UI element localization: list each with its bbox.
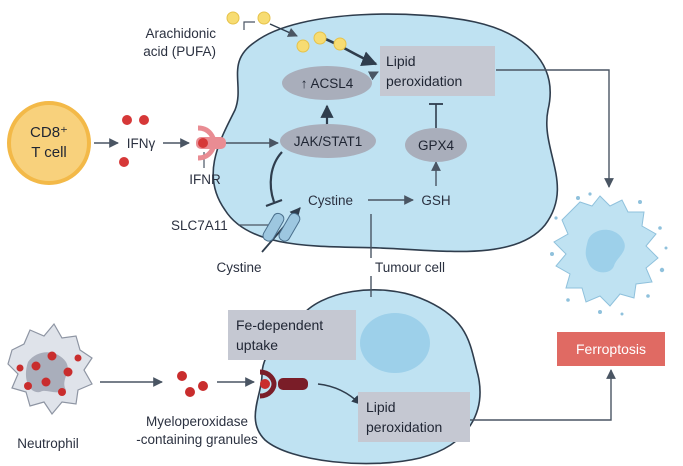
- arrow-acsl4-to-lipid: [367, 71, 379, 81]
- inhibition-jakstat-slc7a11: [269, 151, 283, 203]
- lipid-peroxidation-top-box: [380, 46, 495, 96]
- lipid-bottom-line2: peroxidation: [366, 419, 442, 435]
- jakstat1-label: JAK/STAT1: [294, 134, 363, 149]
- acsl4-pill: [282, 66, 372, 100]
- ferroptotic-cell-icon: [550, 192, 668, 316]
- arrow-lipid-bottom-to-ferroptosis: [470, 369, 616, 421]
- lipid-top-line2: peroxidation: [386, 73, 462, 89]
- ferroptosis-box: [557, 332, 665, 366]
- nucleus-bottom: [360, 313, 430, 373]
- neutrophil-icon: [7, 322, 93, 416]
- acsl4-label: ↑ ACSL4: [301, 76, 354, 91]
- lipid-peroxidation-bottom-box: [358, 392, 470, 442]
- fe-line2: uptake: [236, 337, 278, 353]
- ferroptosis-label: Ferroptosis: [576, 341, 646, 357]
- cystine-inside-label: Cystine: [308, 193, 353, 208]
- mpo-granules-icon: [177, 371, 208, 397]
- slc7a11-transporter-icon: [262, 212, 301, 242]
- lipid-bottom-line1: Lipid: [366, 399, 396, 415]
- cystine-outside-label: Cystine: [216, 260, 261, 275]
- gsh-label: GSH: [421, 193, 450, 208]
- mpo-line1: Myeloperoxidase: [146, 414, 248, 429]
- arrow-lipid-top-to-ferroptosis: [496, 69, 614, 188]
- cd8-line1: CD8⁺: [30, 124, 68, 141]
- fe-uptake-box: [228, 310, 356, 360]
- arachidonic-line2: acid (PUFA): [143, 44, 216, 59]
- fe-line1: Fe-dependent: [236, 317, 323, 333]
- lipid-top-line1: Lipid: [386, 53, 416, 69]
- ifnr-receptor-icon: [196, 125, 226, 161]
- ifng-label: IFNγ: [127, 136, 156, 151]
- tumour-cell-label: Tumour cell: [375, 260, 445, 275]
- pufa-molecules-icon: [226, 11, 347, 53]
- ifng-molecules-icon: [119, 115, 149, 167]
- arrow-pufa-to-cell: [269, 23, 298, 37]
- gpx4-pill: [405, 128, 467, 162]
- cd8-line2: T cell: [31, 144, 67, 161]
- ifnr-label: IFNR: [189, 172, 221, 187]
- gpx4-label: GPX4: [418, 138, 455, 153]
- arrow-receptor-to-lipid: [317, 383, 361, 405]
- pufa-label-connector: [243, 21, 255, 30]
- mpo-receptor-icon: [259, 369, 308, 399]
- cd8-t-cell: [7, 101, 91, 185]
- arachidonic-line1: Arachidonic: [145, 26, 216, 41]
- neutrophil-label: Neutrophil: [17, 436, 79, 451]
- mpo-line2: -containing granules: [136, 432, 258, 447]
- jakstat1-pill: [280, 124, 376, 158]
- slc7a11-label: SLC7A11: [171, 218, 228, 233]
